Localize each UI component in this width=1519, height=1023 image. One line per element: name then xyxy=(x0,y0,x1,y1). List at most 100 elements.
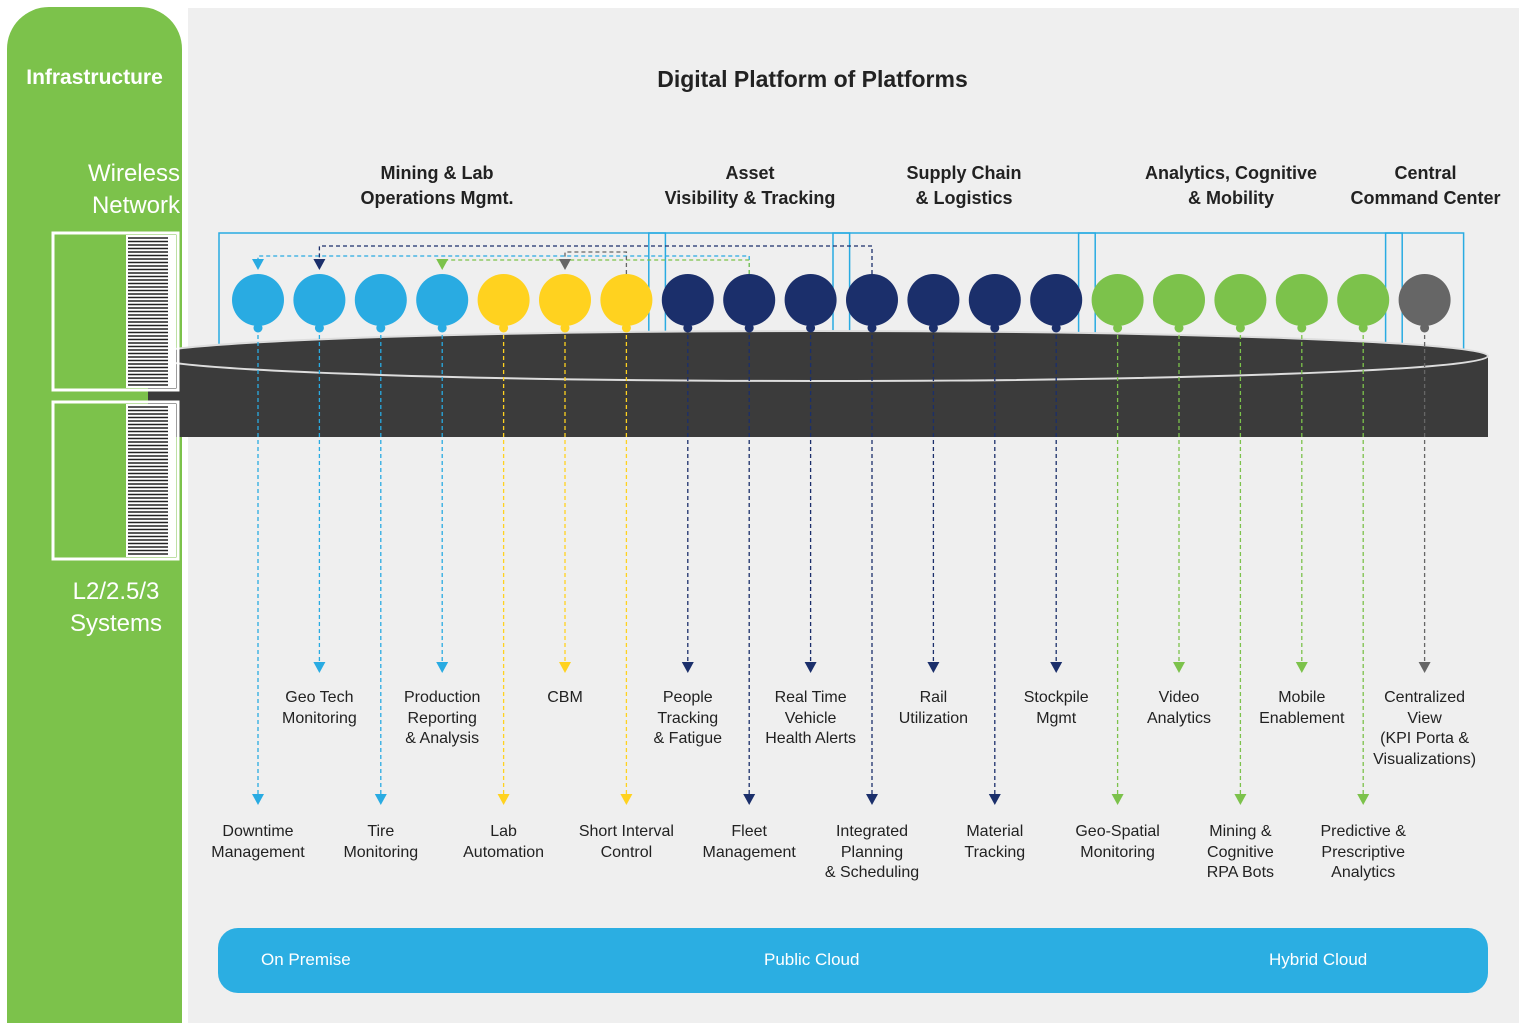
node-port-dot xyxy=(1297,323,1307,333)
capability-label-line: Rail xyxy=(919,689,948,706)
connector-arrowhead xyxy=(866,794,878,805)
group-heading-line2: Command Center xyxy=(1350,188,1501,208)
connector-arrowhead xyxy=(436,662,449,673)
capability-label-line: Prescriptive xyxy=(1321,843,1405,861)
group-heading-line2: Operations Mgmt. xyxy=(360,188,514,208)
capability-node xyxy=(723,274,776,326)
capability-label-line: Management xyxy=(702,843,796,861)
capability-label-line: Predictive & xyxy=(1320,823,1406,840)
connector-arrowhead xyxy=(1418,662,1431,673)
on-premise-label: On Premise xyxy=(261,950,351,969)
feedback-link xyxy=(441,259,750,274)
capability-label-line: Short Interval xyxy=(578,823,674,840)
connector-arrowhead xyxy=(1173,662,1185,673)
node-port-dot xyxy=(1051,323,1061,333)
capability-node xyxy=(784,274,837,326)
group-heading-line1: Asset xyxy=(725,163,775,183)
capability-label-line: & Scheduling xyxy=(824,864,920,881)
capability-label-line: Lab xyxy=(490,823,517,840)
capability-label-line: Health Alerts xyxy=(765,730,856,747)
capability-label-line: Control xyxy=(600,843,653,861)
diagram-title: Digital Platform of Platforms xyxy=(657,66,968,92)
capability-label-line: Material xyxy=(966,823,1024,840)
capability-node xyxy=(600,274,653,326)
connector-arrowhead xyxy=(927,662,940,673)
capability-label-line: Tracking xyxy=(964,843,1026,861)
platform-disc xyxy=(147,330,1489,382)
node-port-dot xyxy=(1113,323,1123,333)
capability-label-line: Integrated xyxy=(835,823,909,840)
wireless-network-label-line1: Wireless xyxy=(87,160,180,187)
node-port-dot xyxy=(314,323,324,333)
node-port-dot xyxy=(253,323,263,333)
capability-node xyxy=(354,274,407,326)
systems-label-line1: L2/2.5/3 xyxy=(72,578,160,605)
capability-node xyxy=(661,274,714,326)
capability-label-line: Mgmt xyxy=(1036,709,1077,727)
group-heading-command-center: Central Command Center xyxy=(1338,161,1513,211)
capability-node xyxy=(1030,274,1083,326)
link-arrowhead xyxy=(252,259,264,270)
capability-label-line: Analytics xyxy=(1146,709,1212,727)
capability-label-line: Visualizations) xyxy=(1373,750,1477,768)
connector-arrowhead xyxy=(313,662,326,673)
group-heading-line1: Central xyxy=(1394,163,1457,183)
capability-label-line: Utilization xyxy=(898,709,969,727)
server-rack xyxy=(51,231,180,392)
capability-label-line: Automation xyxy=(463,843,545,861)
node-port-dot xyxy=(744,323,754,333)
capability-label-line: RPA Bots xyxy=(1206,864,1275,881)
link-arrowhead xyxy=(559,259,571,270)
cloud-deployment-bar xyxy=(218,928,1488,993)
capability-node xyxy=(846,274,898,326)
node-port-dot xyxy=(1235,323,1245,333)
node-port-dot xyxy=(683,323,693,333)
capability-label-line: Cognitive xyxy=(1207,843,1274,861)
capability-node xyxy=(416,274,469,326)
capability-label-line: Centralized xyxy=(1384,689,1466,706)
node-port-dot xyxy=(499,323,509,333)
connector-arrowhead xyxy=(1295,662,1308,673)
capability-label-line: & Analysis xyxy=(405,730,480,747)
node-port-dot xyxy=(560,323,570,333)
node-port-dot xyxy=(376,323,386,333)
capability-node xyxy=(1091,274,1144,326)
capability-label-line: Geo-Spatial xyxy=(1075,823,1160,840)
capability-label-line: Mining & xyxy=(1209,823,1272,840)
link-arrowhead xyxy=(313,259,326,270)
connector-arrowhead xyxy=(374,794,387,805)
sidebar-title: Infrastructure xyxy=(26,66,163,89)
group-heading-line1: Analytics, Cognitive xyxy=(1144,163,1318,183)
capability-label-line: Geo Tech xyxy=(285,689,354,706)
capability-label-line: Tire xyxy=(367,823,395,840)
node-port-dot xyxy=(990,323,1000,333)
group-heading-line1: Supply Chain xyxy=(906,163,1022,183)
connector-arrowhead xyxy=(681,662,694,673)
node-port-dot xyxy=(928,323,938,333)
server-rack xyxy=(51,400,180,561)
connector-arrowhead xyxy=(1111,794,1124,805)
capability-label-line: Vehicle xyxy=(784,709,837,727)
feedback-link xyxy=(318,245,873,274)
capability-node xyxy=(1153,274,1205,326)
capability-label-line: & Fatigue xyxy=(653,730,723,747)
capability-label-line: People xyxy=(662,689,713,706)
node-port-dot xyxy=(867,323,877,333)
capability-label-line: CBM xyxy=(547,689,583,706)
group-heading-line2: Visibility & Tracking xyxy=(664,188,836,208)
